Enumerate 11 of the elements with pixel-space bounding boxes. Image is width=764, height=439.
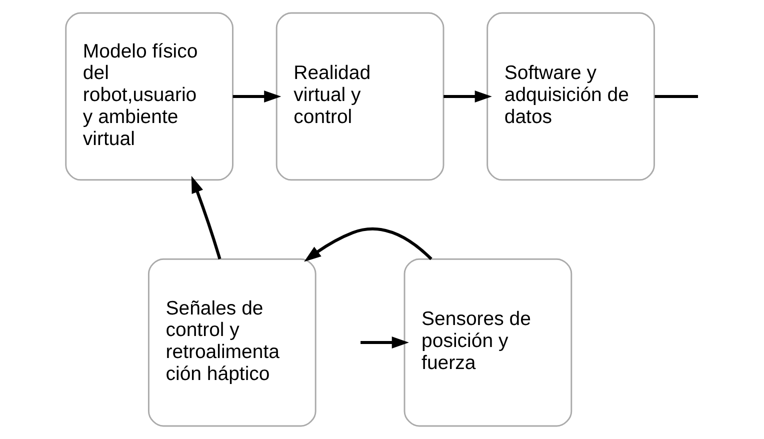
- arrow: [190, 176, 221, 260]
- node-box: Software y adquisición de datos: [486, 12, 654, 181]
- connector: [654, 94, 698, 98]
- arrow: [232, 90, 281, 102]
- node-box: Señales de control y retroalimenta ción háptico: [147, 258, 316, 427]
- node-box: Sensores de posición y fuerza: [403, 258, 572, 427]
- arrow: [360, 336, 408, 349]
- node-box: Realidad virtual y control: [275, 12, 444, 181]
- node-box: Modelo físico del robot,usuario y ambiente virtual: [64, 12, 233, 181]
- arrow: [443, 90, 492, 102]
- arrow: [304, 227, 432, 262]
